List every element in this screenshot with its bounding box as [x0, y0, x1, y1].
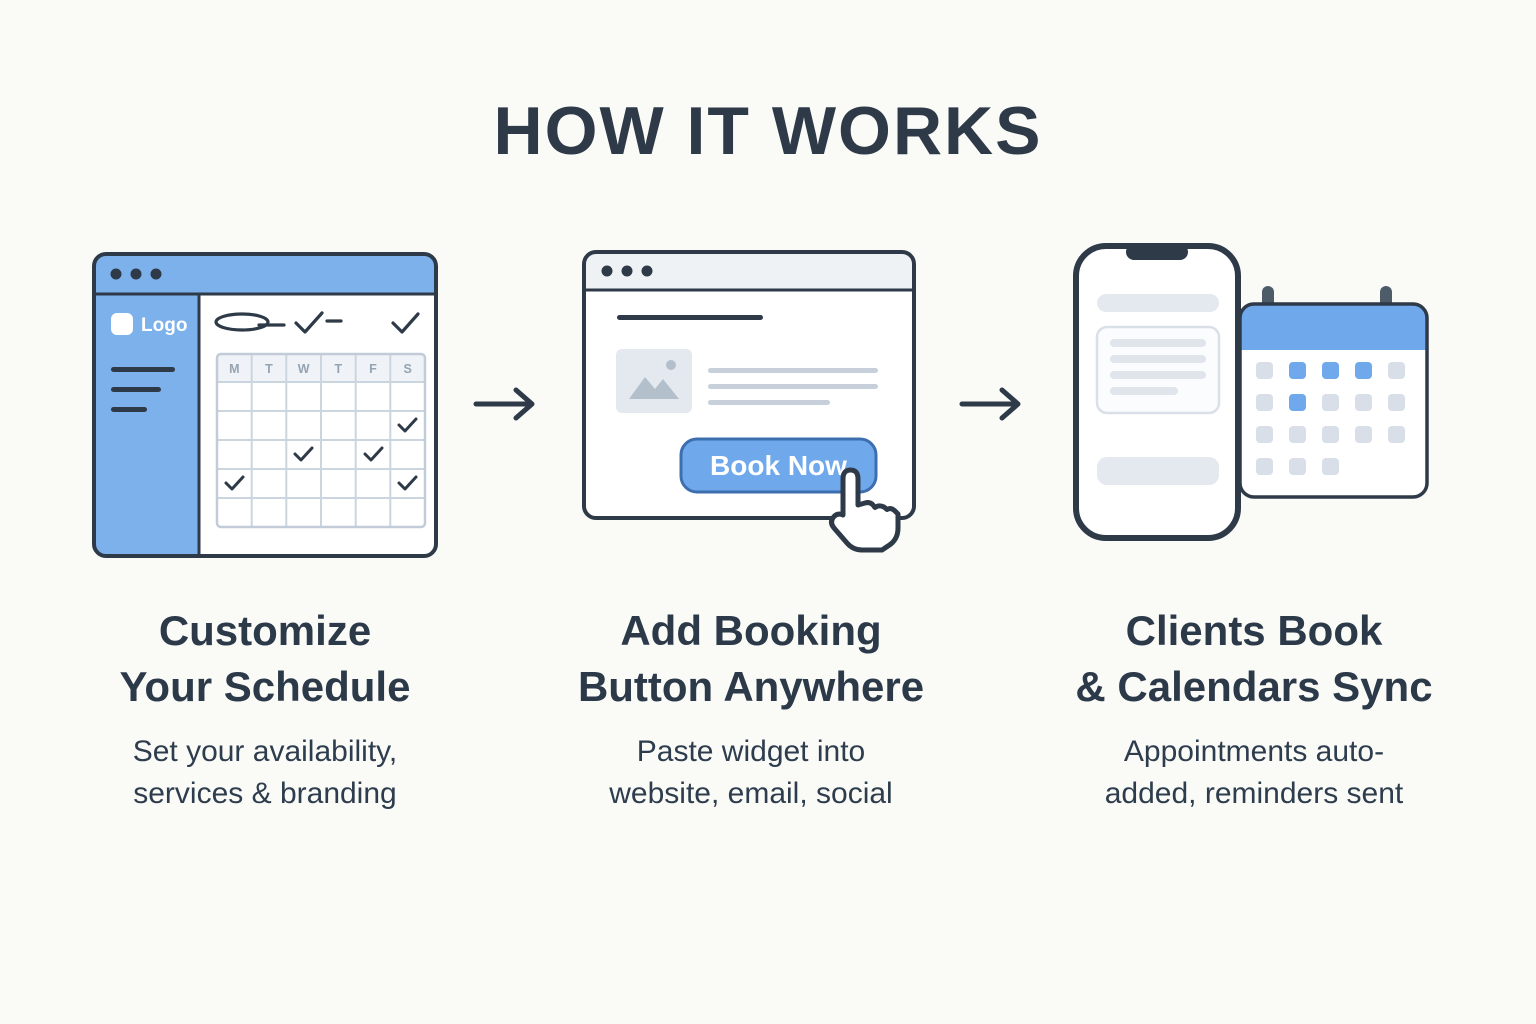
- step-subtext: Appointments auto- added, reminders sent: [1104, 734, 1404, 810]
- calendar-header-band: [1240, 303, 1427, 350]
- page-title: HOW IT WORKS: [493, 93, 1043, 169]
- phone-header-bar: [1097, 293, 1219, 312]
- availability-check-icons: [224, 417, 418, 490]
- logo-square-icon: [111, 312, 133, 335]
- calendar-day-label: M: [229, 362, 239, 376]
- browser-titlebar: [94, 253, 436, 294]
- book-now-label: Book Now: [710, 450, 847, 481]
- calendar-day-labels: M T W T F S: [229, 362, 412, 376]
- step-heading: Add Booking Button Anywhere: [577, 607, 925, 710]
- logo-badge: Logo: [111, 312, 187, 336]
- phone-calendar-graphic: [1073, 242, 1429, 541]
- calendar-widget: [1238, 285, 1429, 499]
- calendar-sync-squares: [1256, 361, 1405, 475]
- step-heading: Clients Book & Calendars Sync: [1075, 607, 1433, 710]
- sidebar-panel: [94, 293, 199, 556]
- step-customize-schedule: Logo: [64, 232, 466, 815]
- browser-titlebar: [584, 251, 914, 290]
- cursor-hand-icon: [829, 467, 901, 552]
- step-add-booking-button: Book Now Add Booking Button Anywhere Pas…: [550, 232, 952, 815]
- image-placeholder-icon: [616, 348, 692, 413]
- scribble-decoration: [214, 310, 420, 334]
- body-text-lines: [708, 367, 878, 405]
- browser-outline: [92, 251, 438, 558]
- step-clients-book-sync: Clients Book & Calendars Sync Appointmen…: [1036, 232, 1472, 815]
- step-subtext: Paste widget into website, email, social: [609, 734, 893, 810]
- phone-bottom-pill: [1097, 456, 1219, 485]
- schedule-browser-window: Logo: [92, 251, 438, 558]
- book-now-button[interactable]: Book Now: [679, 437, 878, 493]
- browser-schedule-illustration: Logo: [91, 232, 439, 577]
- browser-outline: [582, 249, 916, 520]
- arrow-right-icon: [952, 382, 1036, 431]
- booking-detail-card: [1095, 325, 1221, 414]
- logo-label: Logo: [141, 315, 187, 336]
- calendar-day-label: F: [369, 362, 377, 376]
- mini-calendar: M T W T F S: [215, 352, 427, 528]
- browser-booking-illustration: Book Now: [581, 232, 921, 577]
- phone-frame: [1073, 242, 1241, 541]
- calendar-border: [215, 352, 427, 528]
- calendar-day-label: T: [265, 362, 273, 376]
- window-control-dots-icon: [601, 265, 653, 276]
- window-control-dots-icon: [110, 268, 162, 279]
- calendar-gridlines: [217, 353, 425, 527]
- booking-browser-window: Book Now: [582, 249, 916, 552]
- calendar-day-label: T: [334, 362, 342, 376]
- phone-calendar-illustration: [1070, 232, 1438, 577]
- page-headline-line: [617, 314, 763, 320]
- steps-row: Logo: [0, 232, 1536, 815]
- step-heading: Customize Your Schedule: [119, 607, 411, 710]
- step-subtext: Set your availability, services & brandi…: [132, 734, 398, 810]
- calendar-day-label: W: [298, 362, 310, 376]
- sidebar-nav-lines: [111, 366, 175, 412]
- calendar-day-label: S: [404, 362, 412, 376]
- arrow-right-icon: [466, 382, 550, 431]
- phone-notch: [1126, 243, 1188, 260]
